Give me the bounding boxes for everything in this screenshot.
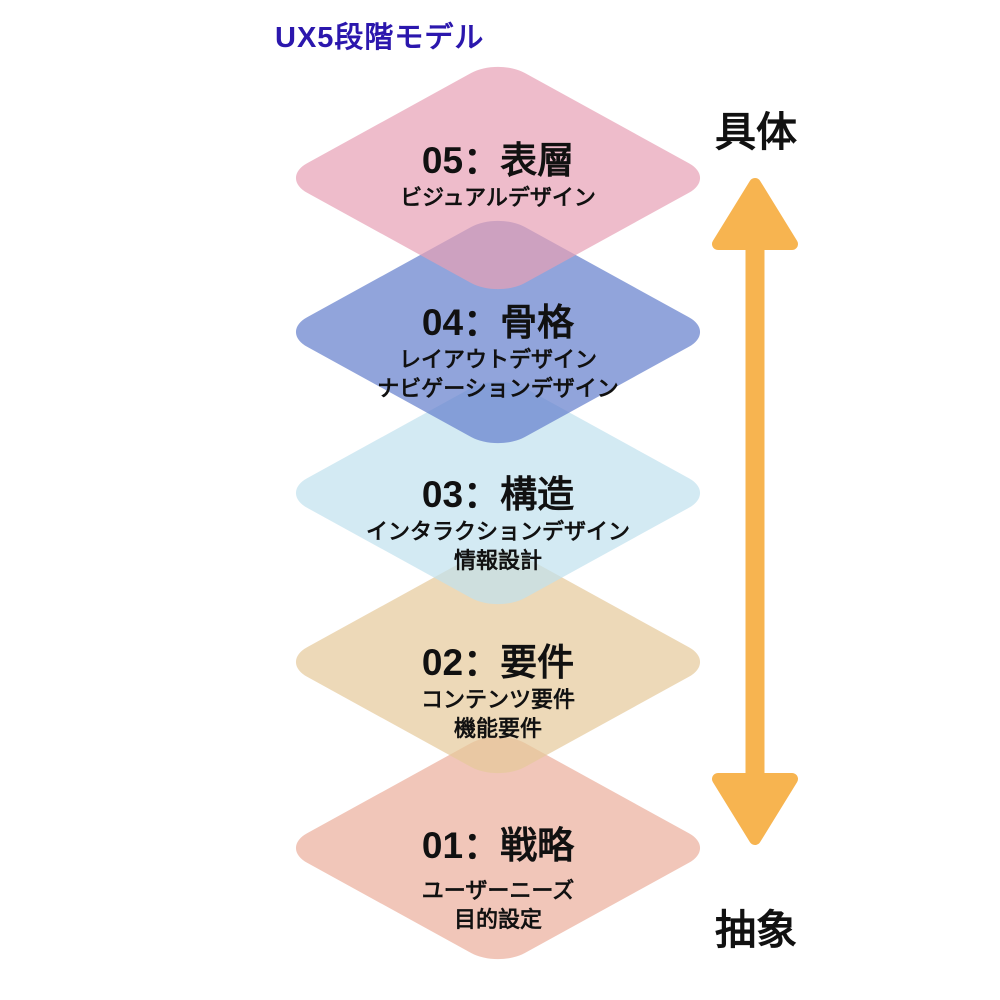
layer-sublabel: 機能要件 (453, 716, 542, 741)
layer-label-strategy: 01：戦略 ユーザーニーズ 目的設定 (258, 824, 738, 934)
layer-heading: 02：要件 (421, 642, 575, 683)
layer-label-surface: 05：表層 ビジュアルデザイン (258, 139, 738, 212)
abstract-label: 抽象 (715, 907, 797, 953)
layer-sublabel: 目的設定 (453, 907, 542, 932)
diagram-title: UX5段階モデル (275, 22, 485, 54)
layer-sublabel: ナビゲーションデザイン (377, 376, 619, 401)
layer-label-skeleton: 04：骨格 レイアウトデザイン ナビゲーションデザイン (258, 301, 738, 403)
layer-sublabel: レイアウトデザイン (398, 347, 597, 372)
layer-heading: 03：構造 (421, 474, 575, 515)
layer-heading: 05：表層 (421, 140, 575, 181)
layer-sublabel: インタラクションデザイン (365, 519, 630, 544)
layer-label-scope: 02：要件 コンテンツ要件 機能要件 (258, 641, 738, 743)
layer-sublabel: ユーザーニーズ (421, 878, 575, 903)
layer-sublabel: ビジュアルデザイン (400, 185, 596, 210)
layer-label-structure: 03：構造 インタラクションデザイン 情報設計 (258, 473, 738, 575)
double-headed-vertical-arrow-icon (712, 178, 798, 845)
layer-sublabel: 情報設計 (453, 548, 542, 573)
concrete-label: 具体 (715, 109, 797, 155)
layer-heading: 04：骨格 (421, 302, 575, 343)
layer-sublabel: コンテンツ要件 (420, 687, 575, 712)
layer-heading: 01：戦略 (421, 825, 575, 866)
